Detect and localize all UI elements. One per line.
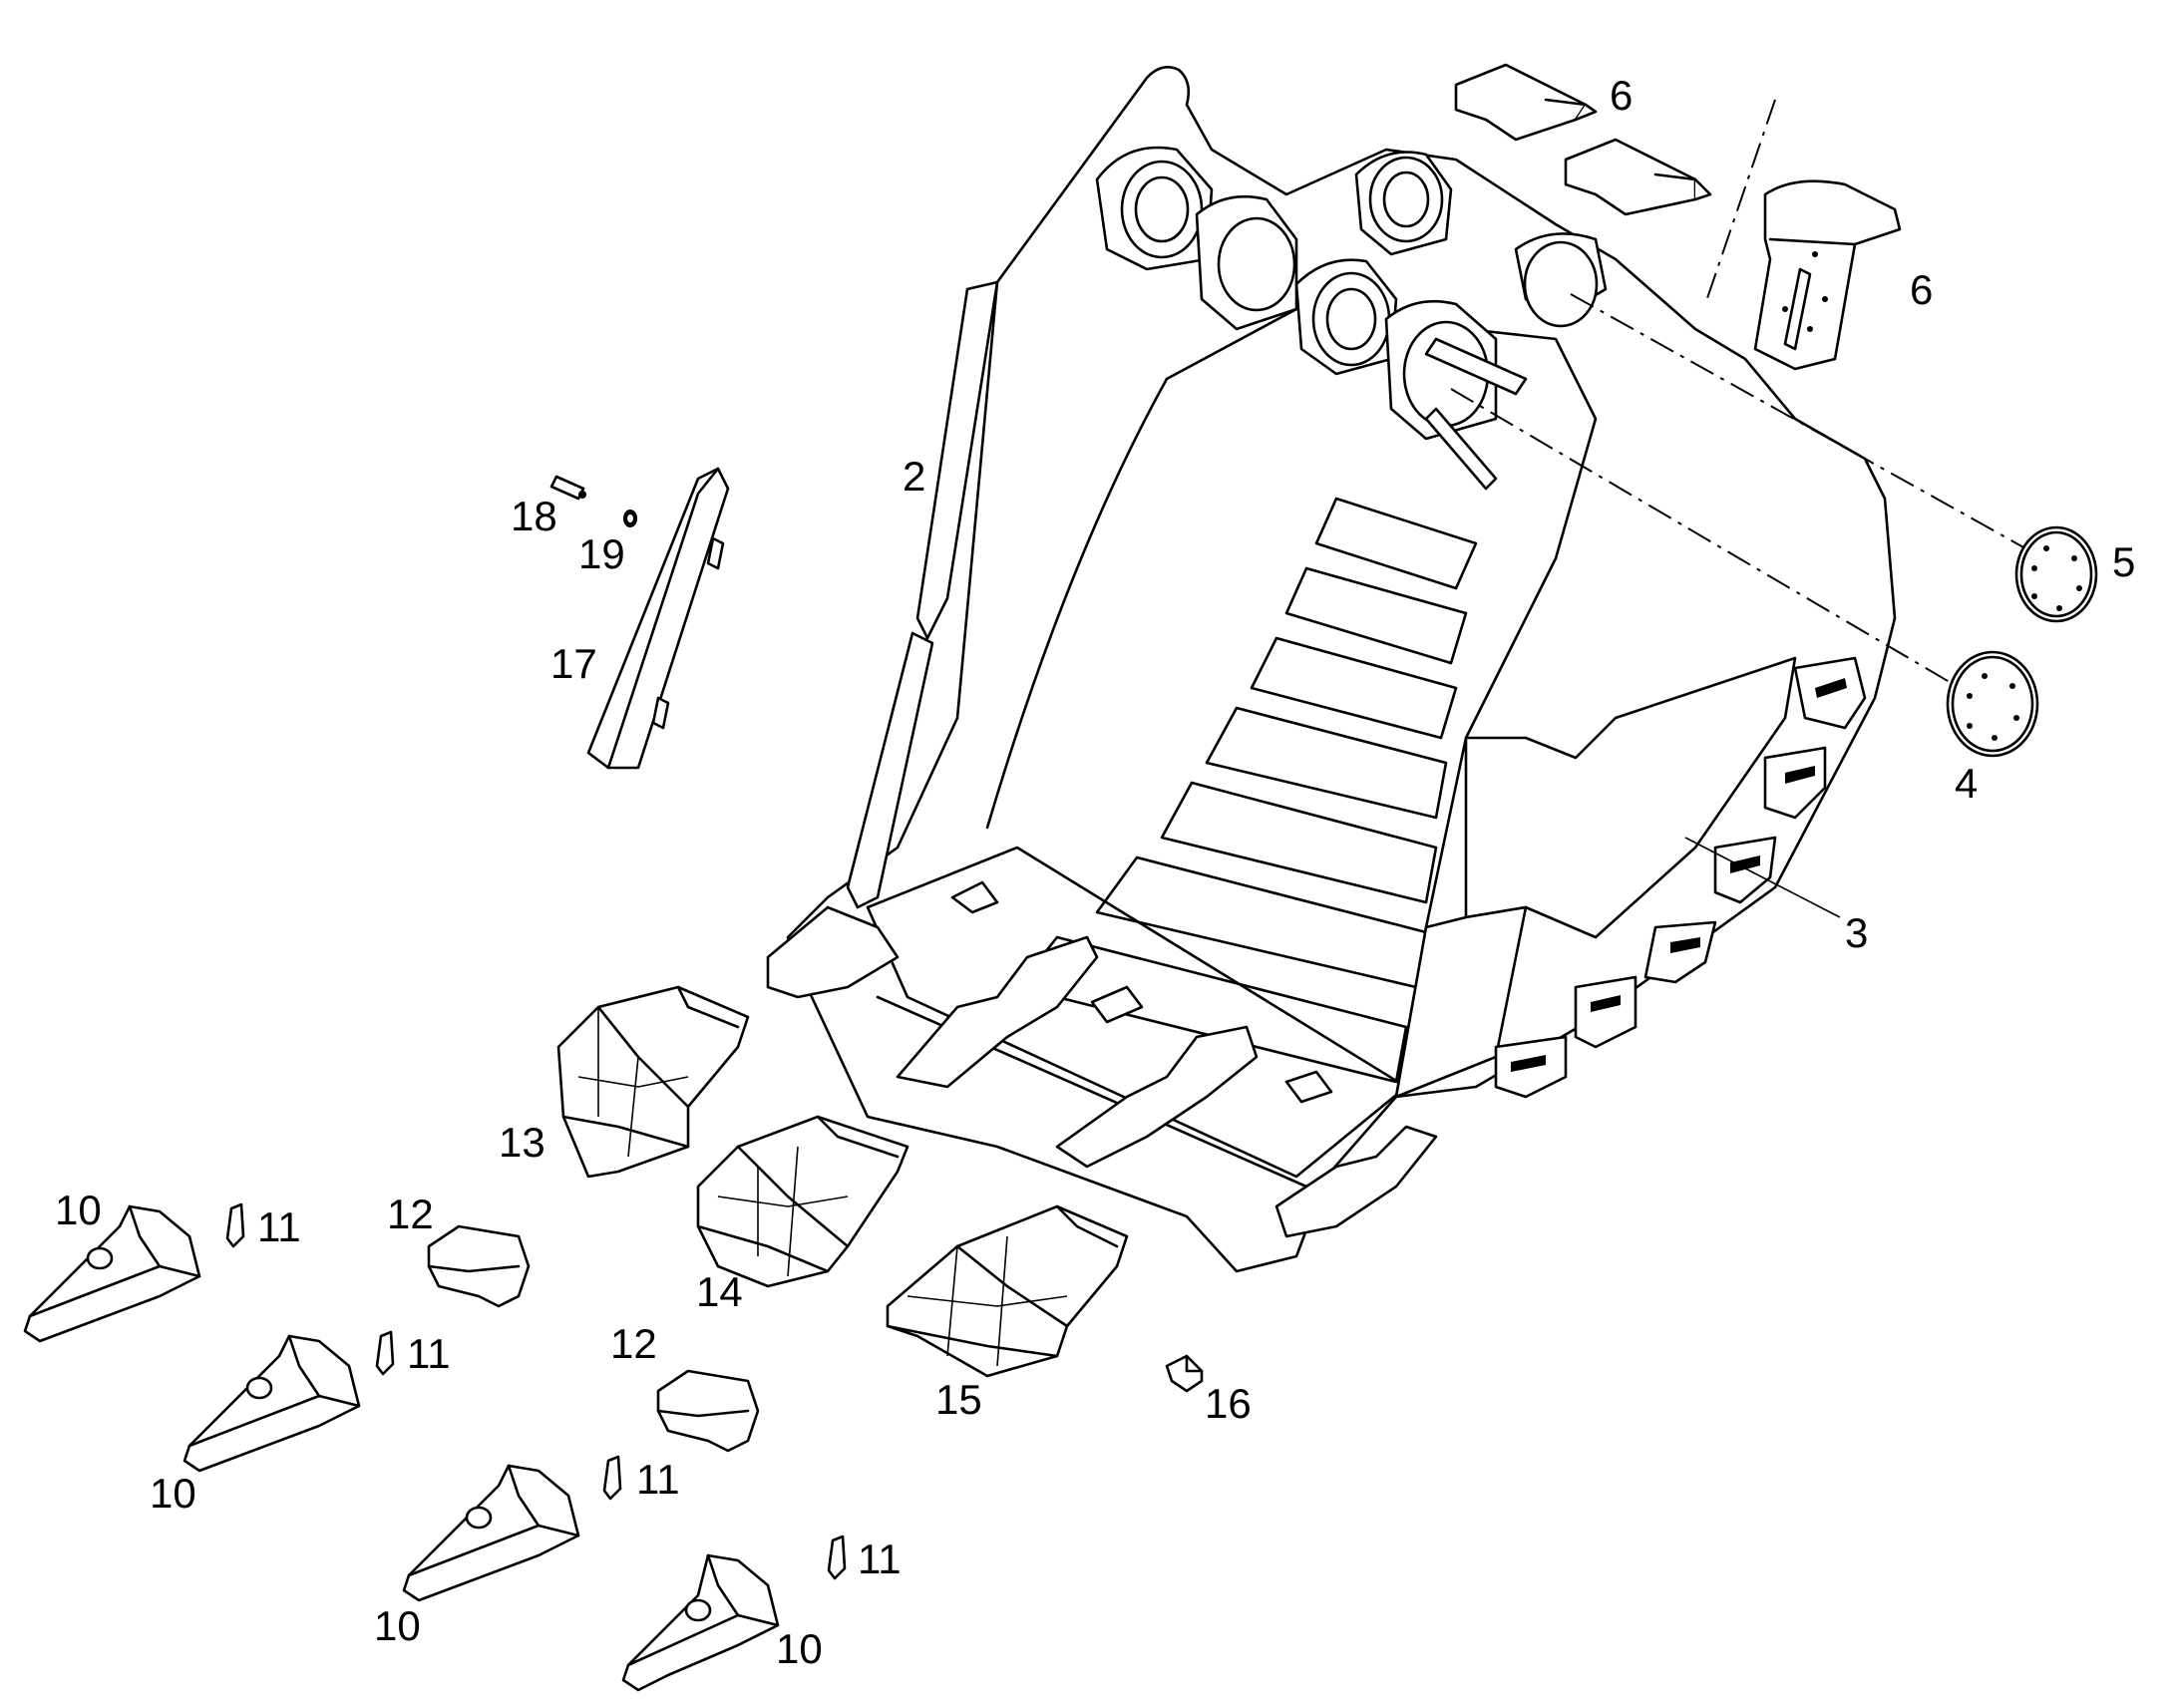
callout-10-c: 10	[374, 1602, 421, 1649]
leader-3	[1684, 837, 1841, 918]
part-14-adapter	[696, 1115, 909, 1288]
part-6-t-plate	[1753, 179, 1902, 371]
callout-16: 16	[1205, 1380, 1252, 1427]
callout-6-right: 6	[1910, 266, 1933, 313]
callout-11-c: 11	[636, 1456, 680, 1503]
part-4-cover-disc	[1946, 650, 2039, 758]
part-11-pin-b	[375, 1330, 395, 1376]
bucket-body	[766, 66, 1897, 1273]
callout-4: 4	[1955, 760, 1978, 807]
part-19-washer	[623, 510, 637, 527]
hinge-bosses	[1095, 146, 1608, 491]
callout-5: 5	[2112, 538, 2135, 585]
part-10-tooth-d	[621, 1553, 780, 1692]
callout-14: 14	[696, 1268, 743, 1315]
part-5-cover-disc	[2014, 525, 2098, 623]
callout-12-a: 12	[387, 1191, 434, 1237]
part-11-pin-a	[225, 1202, 245, 1248]
callout-10-a: 10	[55, 1187, 102, 1233]
callout-6-top: 6	[1610, 72, 1633, 119]
callout-2: 2	[903, 453, 925, 500]
part-11-pin-d	[827, 1535, 847, 1580]
callout-labels: 2 3 4 5 6 6 10 10 10 10 11 11 11 11 12 1…	[55, 72, 2135, 1672]
part-15-adapter	[886, 1204, 1129, 1378]
callout-10-d: 10	[776, 1625, 823, 1672]
edge-adapters	[766, 880, 1438, 1238]
callout-13: 13	[499, 1119, 545, 1166]
callout-15: 15	[935, 1376, 982, 1423]
part-10-tooth-c	[402, 1464, 580, 1602]
callout-18: 18	[511, 493, 557, 539]
callout-17: 17	[550, 640, 597, 687]
part-12-shroud-a	[427, 1224, 531, 1308]
side-shrouds	[1494, 656, 1867, 1099]
callout-10-b: 10	[150, 1470, 196, 1517]
part-18-pin	[549, 475, 586, 501]
callout-12-b: 12	[610, 1320, 657, 1367]
part-11-pin-c	[602, 1455, 622, 1501]
callout-11-d: 11	[858, 1536, 902, 1582]
callout-3: 3	[1845, 909, 1868, 956]
part-17-side-strip	[586, 467, 730, 770]
part-12-shroud-b	[656, 1369, 760, 1453]
part-6-plate-mid	[1564, 138, 1712, 216]
part-10-tooth-a	[23, 1204, 201, 1343]
part-10-tooth-b	[182, 1334, 361, 1473]
callout-11-a: 11	[257, 1203, 301, 1250]
assembly-leader-lines	[1450, 99, 2035, 689]
callout-11-b: 11	[407, 1330, 451, 1377]
part-16-lock	[1165, 1354, 1204, 1393]
part-6-plate-top	[1454, 63, 1598, 142]
part-13-adapter	[556, 985, 750, 1179]
callout-19: 19	[578, 530, 625, 577]
